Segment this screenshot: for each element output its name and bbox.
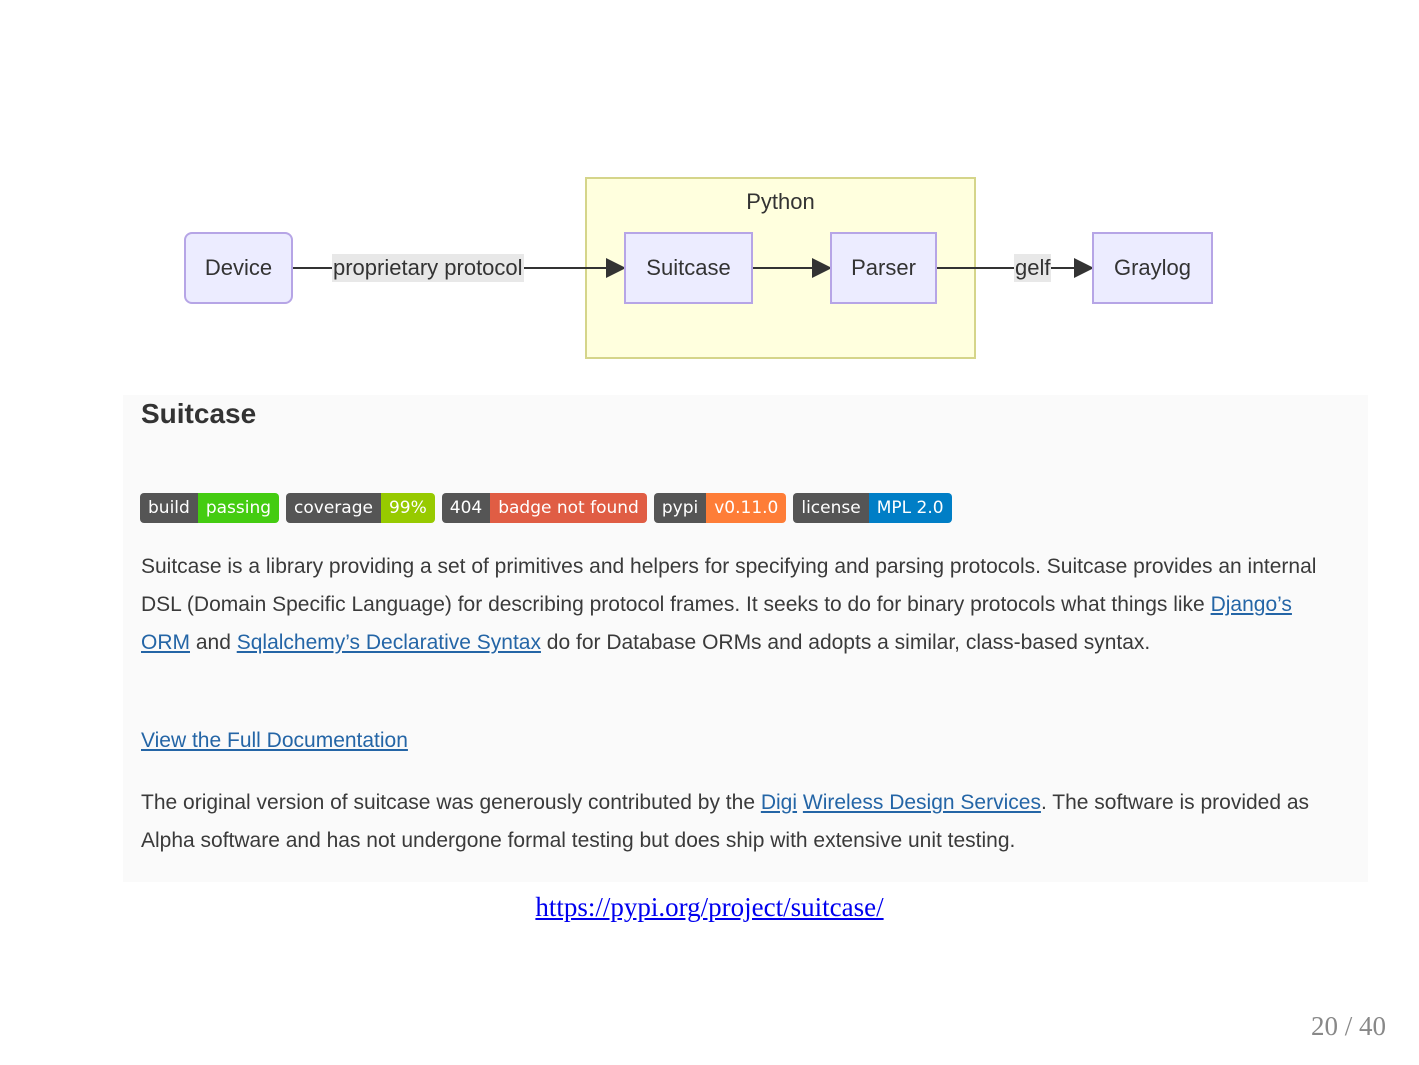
- edge-label-gelf: gelf: [1014, 254, 1052, 282]
- badge-value: passing: [197, 493, 280, 523]
- badge-label: build: [140, 493, 198, 523]
- text: The original version of suitcase was gen…: [141, 791, 761, 814]
- page-number: 20 / 40: [1310, 1011, 1386, 1041]
- django-orm-link[interactable]: Django’s ORM: [141, 593, 1292, 654]
- badge-value: v0.11.0: [706, 493, 787, 523]
- text: and: [190, 631, 237, 654]
- node-parser: Parser: [830, 232, 937, 304]
- readme-screenshot: [123, 395, 1368, 882]
- readme-title: Suitcase: [141, 398, 257, 429]
- node-graylog: Graylog: [1092, 232, 1213, 304]
- node-suitcase: Suitcase: [624, 232, 753, 304]
- node-device: Device: [184, 232, 293, 304]
- credits: The original version of suitcase was gen…: [141, 784, 1341, 860]
- text: Suitcase is a library providing a set of…: [141, 555, 1317, 616]
- badge-label: pypi: [653, 493, 707, 523]
- digi-link[interactable]: Digi: [760, 791, 798, 814]
- group-label: Python: [746, 189, 815, 214]
- text: do for Database ORMs and adopts a simila…: [540, 631, 1151, 654]
- edges: [293, 258, 1094, 278]
- text: . The software is provided as Alpha soft…: [141, 791, 1310, 852]
- badge-label: license: [793, 493, 869, 523]
- badge-value: badge not found: [490, 493, 647, 523]
- source-url-link[interactable]: https://pypi.org/project/suitcase/: [535, 892, 884, 922]
- badge-label: 404: [441, 493, 491, 523]
- badge-value: MPL 2.0: [868, 493, 952, 523]
- badge-label: coverage: [286, 493, 381, 523]
- badge-value: 99%: [380, 493, 435, 523]
- sqlalchemy-link[interactable]: Sqlalchemy’s Declarative Syntax: [236, 631, 541, 654]
- full-documentation-link[interactable]: View the Full Documentation: [141, 729, 408, 752]
- edge-label-proprietary: proprietary protocol: [332, 254, 524, 282]
- wireless-design-link[interactable]: Wireless Design Services: [802, 791, 1041, 814]
- description: Suitcase is a library providing a set of…: [141, 548, 1341, 662]
- doc-para: View the Full Documentation: [141, 722, 1341, 760]
